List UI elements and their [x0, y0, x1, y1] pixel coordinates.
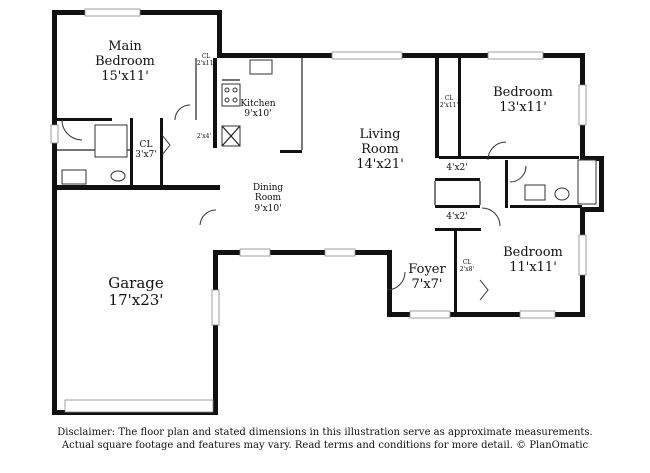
main-bedroom-dims: 15'x11'	[101, 68, 149, 84]
closet-hall-bottom-label: 4'x2'	[446, 212, 467, 222]
living-room-dims: 14'x21'	[356, 156, 404, 172]
closet-kitchen-label: 2'x4'	[196, 133, 212, 141]
bedroom-1-label: Bedroom 13'x11'	[493, 85, 553, 116]
disclaimer-line-2: Actual square footage and features may v…	[61, 440, 589, 451]
kitchen-name: Kitchen	[240, 99, 276, 109]
bedroom-1-dims: 13'x11'	[499, 99, 547, 115]
dining-room-dims: 9'x10'	[254, 203, 282, 214]
bedroom-2-label: Bedroom 11'x11'	[503, 245, 563, 276]
fixtures	[61, 59, 597, 205]
foyer-label: Foyer 7'x7'	[408, 262, 446, 293]
closet-main-label: CL 3'x7'	[135, 140, 156, 161]
closet-bed2-label: CL 2'x8'	[459, 259, 475, 274]
closet-bed2-dims: 2'x8'	[459, 265, 475, 273]
garage-name: Garage	[108, 274, 164, 292]
windows	[50, 8, 587, 413]
foyer-dims: 7'x7'	[411, 276, 443, 292]
closet-bed1-name: CL	[444, 95, 454, 102]
closet-hall-bottom-dims: 4'x2'	[446, 212, 468, 222]
disclaimer-line-1: Disclaimer: The floor plan and stated di…	[57, 427, 593, 438]
bedroom-1-name: Bedroom	[493, 85, 553, 100]
closet-main-small-label: CL 2'x11'	[196, 53, 216, 68]
living-room-label: Living Room 14'x21'	[355, 127, 405, 173]
bedroom-2-dims: 11'x11'	[509, 259, 557, 275]
closet-bed1-dims: 2'x11'	[439, 101, 459, 109]
main-bedroom-name: Main Bedroom	[95, 39, 155, 69]
dining-room-name: Dining Room	[252, 183, 284, 204]
closet-kitchen-dims: 2'x4'	[196, 133, 212, 140]
kitchen-dims: 9'x10'	[244, 109, 272, 120]
living-room-name: Living Room	[359, 127, 401, 157]
closet-main-name: CL	[139, 140, 153, 150]
closet-main-small-name: CL	[201, 53, 211, 60]
closet-main-dims: 3'x7'	[135, 150, 157, 161]
closet-bed1-label: CL 2'x11'	[439, 95, 459, 110]
bedroom-2-name: Bedroom	[503, 245, 563, 260]
disclaimer: Disclaimer: The floor plan and stated di…	[0, 426, 650, 452]
closet-bed2-name: CL	[462, 259, 472, 266]
doors	[61, 104, 527, 301]
closet-hall-top-label: 4'x2'	[446, 163, 467, 173]
main-bedroom-label: Main Bedroom 15'x11'	[95, 39, 155, 85]
garage-label: Garage 17'x23'	[108, 274, 164, 310]
garage-dims: 17'x23'	[108, 291, 164, 310]
foyer-name: Foyer	[408, 262, 446, 277]
dining-room-label: Dining Room 9'x10'	[246, 183, 291, 214]
closet-hall-top-dims: 4'x2'	[446, 163, 468, 173]
kitchen-label: Kitchen 9'x10'	[240, 99, 275, 120]
closet-main-small-dims: 2'x11'	[196, 59, 216, 67]
